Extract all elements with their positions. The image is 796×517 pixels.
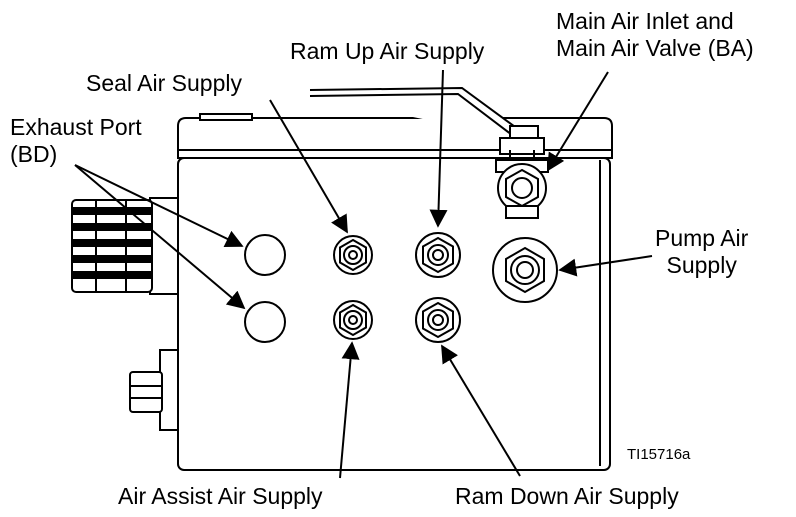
main-air-valve [495,150,549,219]
leader-arrows [74,69,653,479]
label-pump-air-line2: Supply [666,252,737,278]
arrow-exhaust-upper [74,164,244,248]
side-connector [71,197,179,295]
seal-air-fitting [333,235,373,275]
lid-latch [309,86,545,155]
label-main-air-line1: Main Air Inlet and [556,8,734,34]
arrow-exhaust-lower [74,164,246,310]
label-main-air-inlet: Main Air Inlet and Main Air Valve (BA) [556,8,754,62]
label-exhaust-line2: (BD) [10,141,58,167]
exhaust-port-upper [244,234,286,276]
arrow-ram-down [441,344,521,477]
pump-air-fitting [492,237,558,303]
ram-down-fitting [415,297,461,343]
ram-up-fitting [415,232,461,278]
arrow-pump-air [558,255,653,277]
enclosure-lid [177,113,613,159]
enclosure-body [177,157,611,471]
label-seal-air: Seal Air Supply [86,70,242,96]
lower-side-connector [129,349,179,431]
arrow-air-assist [339,341,360,479]
small-fittings [333,232,461,343]
exhaust-port-lower [244,301,286,343]
label-air-assist: Air Assist Air Supply [118,483,323,509]
label-ram-up: Ram Up Air Supply [290,38,485,64]
arrow-ram-up [429,69,448,228]
air-assist-fitting [333,300,373,340]
label-exhaust-line1: Exhaust Port [10,114,142,140]
arrow-main-air [547,71,609,172]
label-pump-air-line1: Pump Air [655,225,749,251]
arrow-seal-air [269,99,348,234]
label-ram-down: Ram Down Air Supply [455,483,679,509]
label-pump-air: Pump Air Supply [655,225,748,279]
label-main-air-line2: Main Air Valve (BA) [556,35,754,61]
exhaust-ports [244,234,286,343]
label-exhaust-port: Exhaust Port (BD) [10,114,142,168]
figure-code: TI15716a [627,446,691,463]
